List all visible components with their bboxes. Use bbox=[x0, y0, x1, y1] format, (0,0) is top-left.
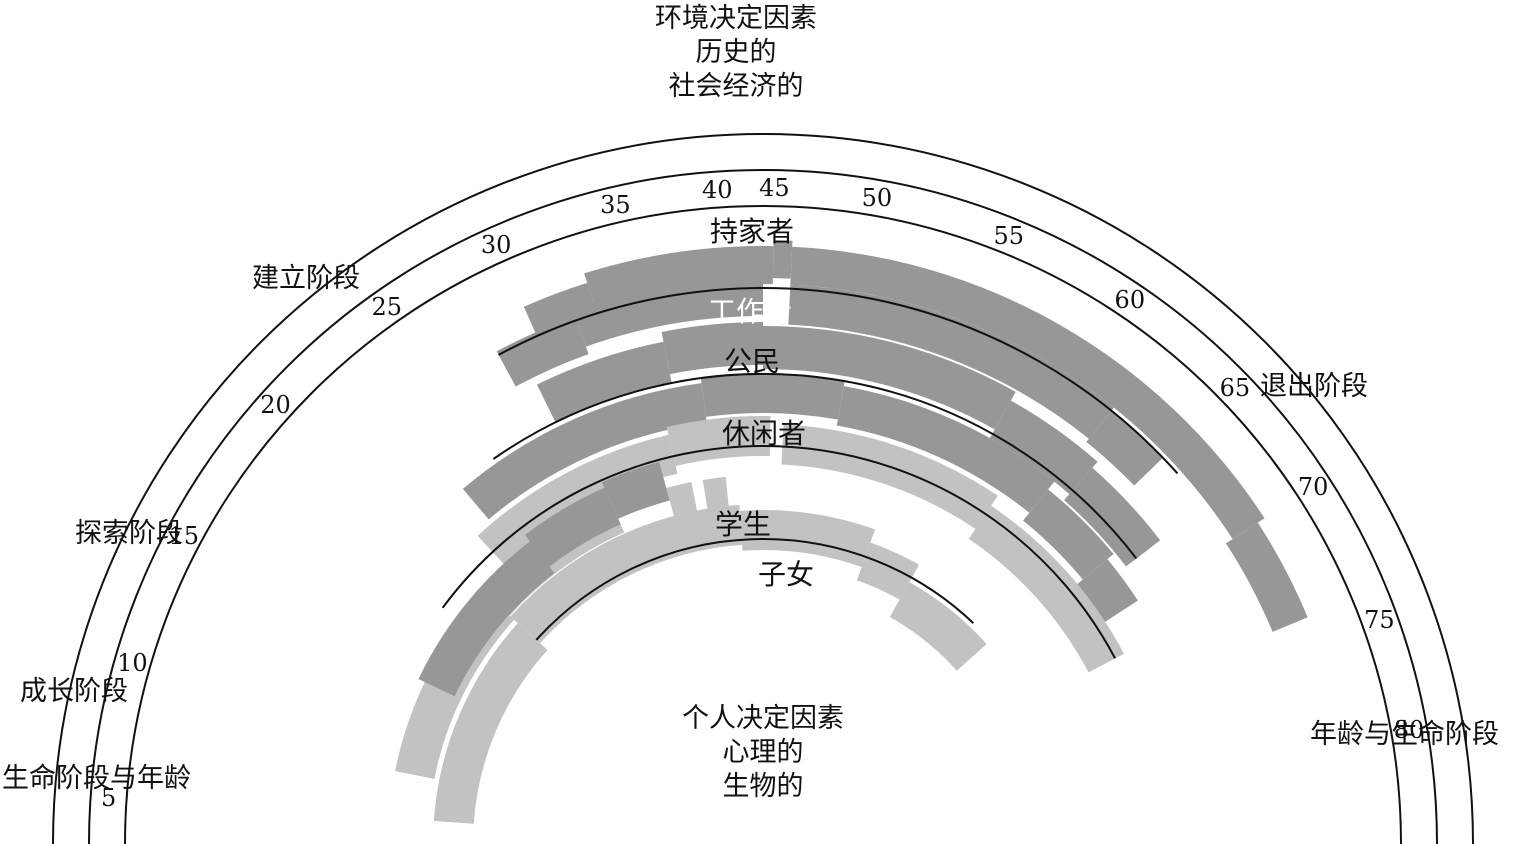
leisure-light-band-seg-1 bbox=[666, 416, 771, 466]
age-tick-55: 55 bbox=[993, 221, 1025, 250]
citizen-band-seg-1 bbox=[661, 322, 763, 375]
age-tick-80: 80 bbox=[1393, 716, 1425, 745]
child-band-seg-1 bbox=[525, 487, 621, 567]
personal-factor-psychological: 心理的 bbox=[722, 737, 804, 768]
role-outlines bbox=[441, 287, 1179, 659]
age-tick-60: 60 bbox=[1114, 286, 1146, 315]
age-tick-75: 75 bbox=[1364, 605, 1395, 634]
worker-band-seg-1 bbox=[572, 276, 763, 347]
child-light-band-seg-0 bbox=[433, 623, 548, 824]
homemaker-band-seg-0 bbox=[523, 282, 599, 342]
age-tick-30: 30 bbox=[480, 230, 512, 259]
age-tick-20: 20 bbox=[260, 391, 291, 420]
leisurite-band-seg-4 bbox=[1076, 559, 1138, 623]
environmental-factors-label: 环境决定因素 历史的 社会经济的 bbox=[655, 2, 817, 104]
child-light-band-seg-3 bbox=[856, 542, 920, 600]
age-tick-15: 15 bbox=[168, 522, 200, 551]
outer-arc-2 bbox=[88, 169, 1438, 844]
role-citizen: 公民 bbox=[723, 345, 781, 378]
citizen-band-seg-2 bbox=[763, 326, 1016, 430]
child-light-band-seg-2 bbox=[739, 510, 876, 568]
child-band-seg-0 bbox=[418, 541, 555, 697]
worker-outline bbox=[498, 287, 1179, 475]
leisure-light-band-seg-2 bbox=[781, 424, 998, 529]
age-tick-50: 50 bbox=[861, 183, 893, 212]
age-tick-45: 45 bbox=[759, 174, 790, 203]
outer-arc-1 bbox=[52, 133, 1474, 844]
age-tick-5: 5 bbox=[100, 784, 117, 813]
leisurite-band-seg-2 bbox=[836, 386, 1055, 513]
role-leisurite: 休闲者 bbox=[721, 417, 807, 450]
worker-band-seg-3 bbox=[1086, 410, 1163, 486]
age-and-life-stage-label: 年龄与生命阶段 bbox=[1310, 719, 1499, 750]
personal-factor-biological: 生物的 bbox=[722, 771, 804, 802]
child-light-band-seg-4 bbox=[889, 582, 987, 671]
age-tick-40: 40 bbox=[701, 175, 733, 204]
role-student: 学生 bbox=[714, 508, 772, 541]
outer-arc-3 bbox=[124, 205, 1402, 844]
role-worker: 工作者 bbox=[707, 295, 793, 328]
homemaker-band-seg-2 bbox=[772, 240, 793, 279]
child-band-seg-2 bbox=[601, 461, 670, 519]
age-tick-25: 25 bbox=[371, 292, 402, 321]
stage-growth: 成长阶段 bbox=[20, 676, 128, 707]
citizen-band-seg-3 bbox=[989, 400, 1098, 495]
student-outline bbox=[535, 538, 975, 641]
leisurite-band-seg-1 bbox=[700, 373, 845, 420]
age-tick-35: 35 bbox=[600, 190, 631, 219]
env-factor-title: 环境决定因素 bbox=[655, 3, 817, 34]
age-tick-10: 10 bbox=[117, 649, 148, 678]
role-homemaker: 持家者 bbox=[709, 215, 795, 248]
homemaker-band-seg-3 bbox=[790, 246, 1265, 540]
personal-factors-label: 个人决定因素 心理的 生物的 bbox=[682, 702, 844, 804]
citizen-band-seg-0 bbox=[536, 341, 672, 424]
age-tick-65: 65 bbox=[1219, 374, 1251, 403]
role-child: 子女 bbox=[757, 558, 815, 591]
stage-exploration: 探索阶段 bbox=[75, 518, 183, 549]
worker-band-seg-2 bbox=[788, 284, 1114, 439]
env-factor-socioeconomic: 社会经济的 bbox=[668, 71, 804, 102]
leisure-light-band-seg-0 bbox=[477, 434, 678, 566]
leisure-light-band-seg-3 bbox=[968, 505, 1124, 673]
worker-band-seg-0 bbox=[496, 316, 589, 387]
leisurite-outline bbox=[441, 445, 1116, 659]
life-stage-and-age-label: 生命阶段与年龄 bbox=[2, 763, 191, 794]
citizen-band-seg-4 bbox=[1064, 467, 1161, 567]
stage-establishment: 建立阶段 bbox=[252, 263, 360, 294]
age-tick-70: 70 bbox=[1297, 472, 1329, 501]
role-bands bbox=[395, 240, 1308, 824]
stage-disengagement: 退出阶段 bbox=[1260, 371, 1368, 402]
personal-factor-title: 个人决定因素 bbox=[682, 703, 844, 734]
outer-arcs bbox=[52, 133, 1474, 844]
leisurite-band-seg-3 bbox=[1023, 489, 1114, 580]
citizen-outline bbox=[492, 373, 1138, 560]
leisurite-band-seg-0 bbox=[462, 383, 707, 520]
env-factor-historical: 历史的 bbox=[695, 37, 777, 68]
homemaker-band-seg-4 bbox=[1225, 522, 1308, 632]
